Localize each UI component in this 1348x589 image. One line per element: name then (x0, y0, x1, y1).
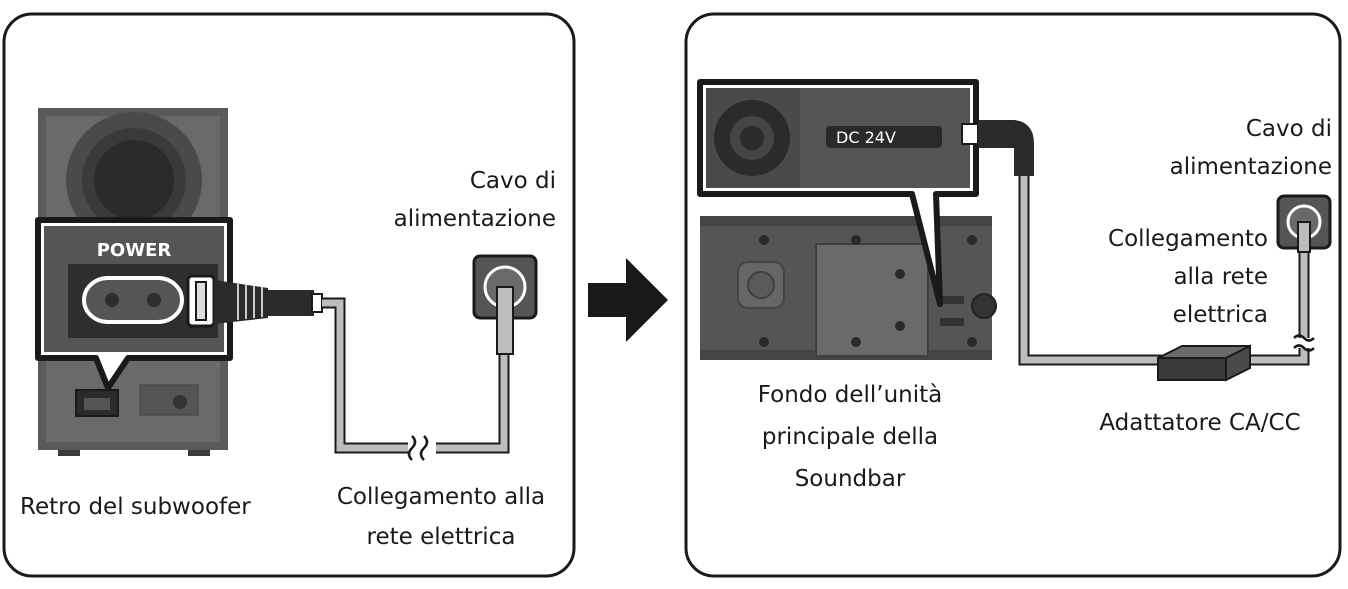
left-outlet-label-line1: Collegamento alla (336, 484, 546, 510)
left-cable-label-line2: alimentazione (393, 206, 556, 232)
right-outlet-label-line2: alla rete (1173, 264, 1268, 290)
power-socket (82, 276, 184, 324)
soundbar-caption-line1: Fondo dell’unità (757, 382, 943, 408)
dc-port-label: DC 24V (836, 128, 896, 147)
left-cable-label-line1: Cavo di (469, 168, 556, 194)
right-cable-label-line1: Cavo di (1245, 116, 1332, 142)
dc-plug-icon (961, 120, 1034, 176)
left-outlet-label-line2: rete elettrica (366, 524, 516, 550)
soundbar-bottom (700, 216, 997, 360)
power-port-label: POWER (97, 240, 172, 261)
wall-outlet-icon (1276, 194, 1332, 253)
adapter-label: Adattatore CA/CC (1099, 410, 1301, 436)
soundbar-caption-line3: Soundbar (794, 466, 906, 492)
power-port-callout: POWER (35, 217, 233, 391)
right-cable-label-line2: alimentazione (1169, 154, 1332, 180)
dc-port-callout: DC 24V (697, 79, 979, 307)
cable-break-icon (1293, 334, 1315, 352)
cable-break-icon (407, 435, 429, 461)
soundbar-caption-line2: principale della (761, 424, 939, 450)
subwoofer-caption: Retro del subwoofer (20, 494, 251, 520)
wall-outlet-icon (472, 254, 538, 355)
right-outlet-label-line1: Collegamento (1108, 226, 1268, 252)
arrow-right-icon (588, 258, 668, 342)
power-plug-icon (186, 274, 323, 328)
right-power-cable (1018, 176, 1315, 366)
left-power-cable (322, 297, 510, 461)
ac-adapter-icon (1157, 344, 1251, 382)
right-outlet-label-line3: elettrica (1172, 302, 1268, 328)
